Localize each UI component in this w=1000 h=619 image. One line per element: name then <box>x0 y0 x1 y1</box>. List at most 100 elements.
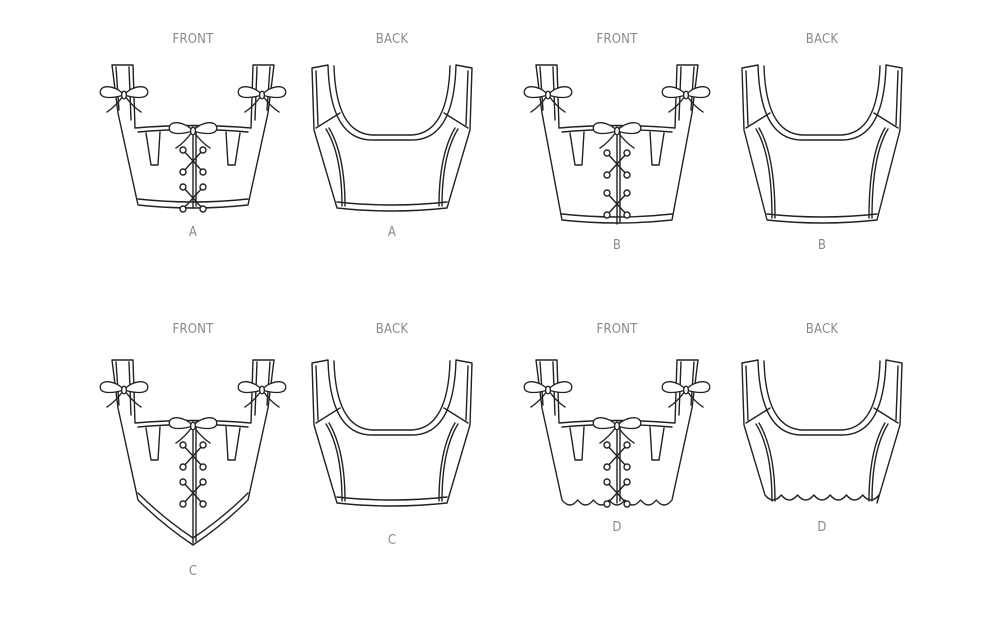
eyelet-icon <box>603 441 611 449</box>
eyelet-icon <box>179 146 187 154</box>
bow-loop-left <box>168 122 194 135</box>
hem-band <box>766 213 878 218</box>
hem-band <box>336 496 448 501</box>
darts <box>145 131 241 166</box>
eyelet-icon <box>623 500 631 508</box>
eyelet-icon <box>603 463 611 471</box>
eyelet-icon <box>179 205 187 213</box>
bow-knot <box>613 126 621 136</box>
shoulder-seam <box>745 407 899 424</box>
bow-loop-left <box>237 86 263 99</box>
bow-loop-left <box>592 417 618 430</box>
b-front-side-label: FRONT <box>596 32 638 47</box>
shoulder-seam <box>315 407 469 424</box>
armhole-binding <box>315 70 469 126</box>
bow-icon <box>592 122 642 149</box>
eyelet-icon <box>199 146 207 154</box>
a-back-view-letter: A <box>387 225 397 240</box>
eyelet-icon <box>603 149 611 157</box>
bow-knot <box>544 385 552 395</box>
bow-loop-right <box>547 86 573 99</box>
a-front-side-label: FRONT <box>172 32 214 47</box>
neckline-binding <box>763 65 881 136</box>
bow-loop-right <box>192 122 218 135</box>
bow-knot <box>544 90 552 100</box>
bodice-outline <box>311 64 473 212</box>
a-front-drawing <box>99 64 287 213</box>
darts <box>569 426 665 461</box>
hem-band <box>137 492 249 539</box>
strap-stitching <box>115 66 271 121</box>
bodice-outline <box>741 64 903 224</box>
bow-knot <box>613 421 621 431</box>
lacing-cross <box>182 149 204 173</box>
bow-icon <box>168 122 218 149</box>
bow-knot <box>120 90 128 100</box>
bow-loop-right <box>685 381 711 394</box>
lacing-cross <box>606 152 628 176</box>
eyelet-icon <box>199 441 207 449</box>
bow-icon <box>237 86 287 113</box>
eyelet-icon <box>623 478 631 486</box>
b-back-drawing <box>741 64 903 224</box>
bow-knot <box>120 385 128 395</box>
eyelet-icon <box>623 189 631 197</box>
d-front-drawing <box>523 359 711 508</box>
hem-band <box>561 213 673 218</box>
bow-loop-left <box>661 86 687 99</box>
bow-loop-left <box>168 417 194 430</box>
eyelet-icon <box>199 500 207 508</box>
bow-knot <box>682 90 690 100</box>
eyelet-icon <box>623 171 631 179</box>
eyelet-icon <box>199 478 207 486</box>
darts <box>569 131 665 166</box>
lacing-cross <box>606 444 628 468</box>
bow-loop-left <box>661 381 687 394</box>
shoulder-seam <box>745 112 899 129</box>
bow-icon <box>99 86 149 113</box>
c-front-drawing <box>99 359 287 546</box>
bow-icon <box>168 417 218 444</box>
strap-stitching <box>539 66 695 121</box>
bow-loop-right <box>616 122 642 135</box>
lacing-cross <box>182 444 204 468</box>
bow-loop-right <box>261 381 287 394</box>
bow-loop-left <box>237 381 263 394</box>
c-back-side-label: BACK <box>375 322 409 337</box>
eyelet-icon <box>179 441 187 449</box>
bow-icon <box>523 381 573 408</box>
eyelet-icon <box>603 478 611 486</box>
bow-loop-right <box>616 417 642 430</box>
eyelet-icon <box>603 211 611 219</box>
bow-loop-left <box>523 86 549 99</box>
eyelet-icon <box>179 478 187 486</box>
b-front-view-letter: B <box>612 238 622 253</box>
princess-seams <box>325 422 459 502</box>
eyelet-icon <box>603 500 611 508</box>
d-back-drawing <box>741 359 903 504</box>
eyelet-icon <box>179 463 187 471</box>
princess-seams <box>755 422 889 502</box>
bow-icon <box>661 86 711 113</box>
eyelet-icon <box>179 500 187 508</box>
eyelet-icon <box>623 211 631 219</box>
bodice-outline <box>311 359 473 507</box>
neckline-binding <box>333 360 451 431</box>
bow-knot <box>682 385 690 395</box>
eyelet-icon <box>199 168 207 176</box>
bow-knot <box>189 421 197 431</box>
c-front-side-label: FRONT <box>172 322 214 337</box>
bow-loop-left <box>592 122 618 135</box>
strap-stitching <box>539 361 695 416</box>
bow-icon <box>592 417 642 444</box>
c-back-drawing <box>311 359 473 507</box>
strap-stitching <box>115 361 271 416</box>
bow-icon <box>237 381 287 408</box>
armhole-binding <box>745 365 899 421</box>
bow-loop-right <box>123 381 149 394</box>
c-back-view-letter: C <box>387 533 397 548</box>
bow-loop-right <box>547 381 573 394</box>
princess-seams <box>755 127 889 219</box>
bow-knot <box>258 385 266 395</box>
armhole-binding <box>745 70 899 126</box>
